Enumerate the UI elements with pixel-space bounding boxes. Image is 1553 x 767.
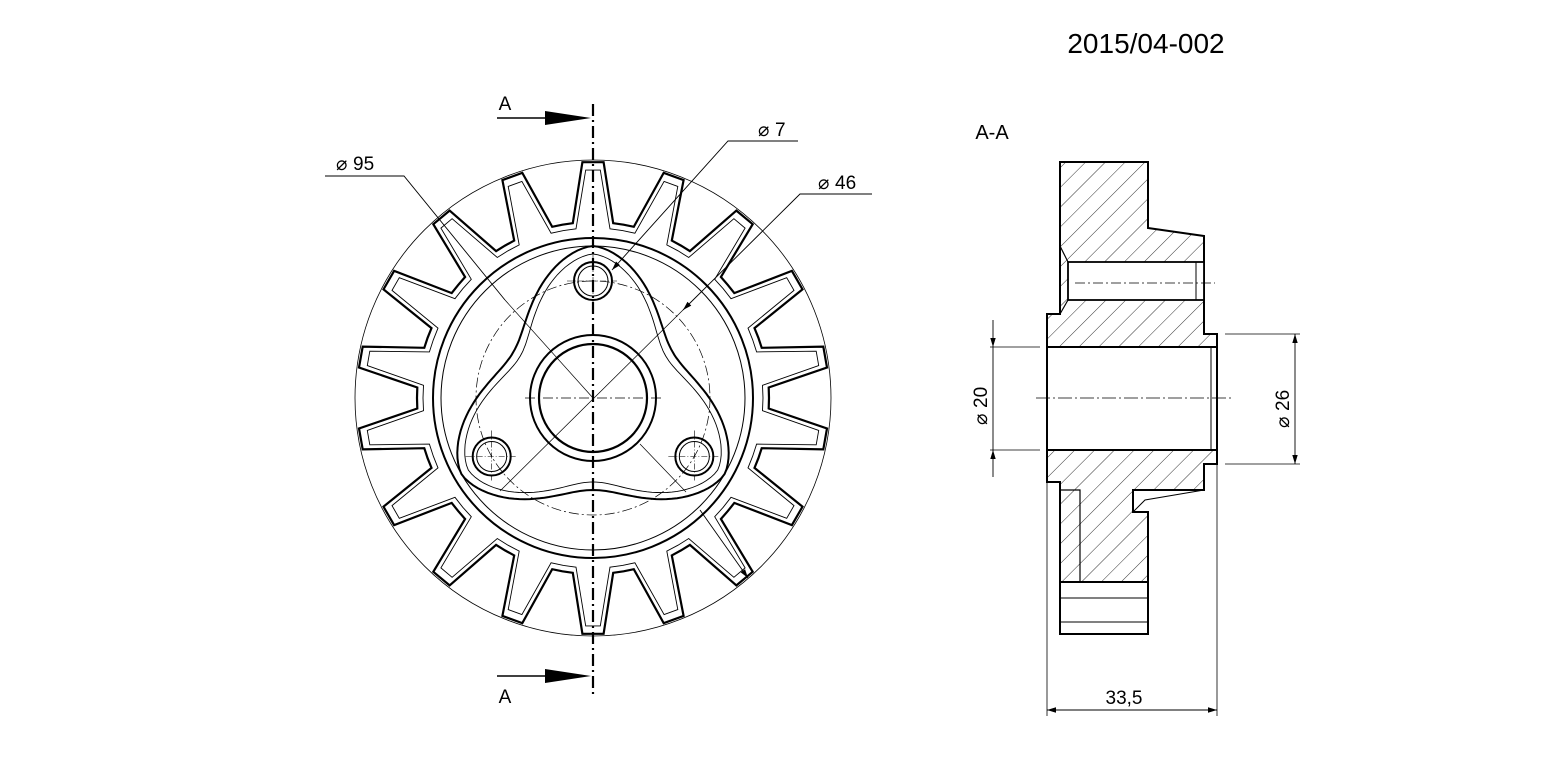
dim-step-symbol: ⌀: [1273, 417, 1294, 428]
dim-bolt-hole-value: 7: [775, 120, 786, 141]
dim-pitch-circle: ⌀ 46: [499, 173, 872, 492]
dim-bore-symbol: ⌀: [971, 414, 992, 425]
section-mark-top: A: [499, 94, 512, 115]
bolt-pitch-circle: [475, 280, 711, 516]
section-view: A-A ⌀ 20: [971, 122, 1300, 716]
section-hatch-upper: [1046, 161, 1218, 348]
hub-boss-outline: [456, 244, 730, 501]
section-arrow-bottom: [497, 669, 591, 683]
gear-teeth-chamfer: [366, 169, 820, 627]
dim-step-value: 26: [1273, 390, 1294, 411]
dim-overall-length: 33,5: [1046, 464, 1218, 716]
drawing-number: 2015/04-002: [1067, 28, 1224, 59]
section-mark-bottom: A: [499, 687, 512, 708]
web-ring: [432, 237, 754, 559]
dim-bore-value: 20: [971, 387, 992, 408]
hub-boss-chamfer: [464, 253, 722, 494]
outer-diameter-circle: [354, 159, 832, 637]
section-bore: [1046, 346, 1218, 451]
dim-pitch-circle-value: 46: [835, 173, 856, 194]
dim-bolt-hole: ⌀ 7: [611, 120, 798, 271]
rim-face: [1059, 581, 1149, 635]
dim-length-value: 33,5: [1106, 688, 1143, 709]
dim-bolt-hole-symbol: ⌀: [758, 120, 769, 141]
dim-bore-diameter: ⌀ 20: [971, 320, 1040, 477]
section-title: A-A: [975, 122, 1009, 144]
dim-step-diameter: ⌀ 26: [1225, 333, 1300, 465]
section-bolt-hole: [1067, 261, 1205, 301]
dim-pitch-circle-symbol: ⌀: [818, 173, 829, 194]
bolt-holes: [465, 255, 721, 483]
dim-outer-diameter-symbol: ⌀: [336, 154, 347, 175]
dim-outer-diameter: ⌀ 95: [325, 154, 594, 399]
section-arrow-top: [497, 111, 591, 125]
front-view: A A ⌀ 95 ⌀: [325, 94, 872, 708]
section-hatch-lower: [1046, 449, 1218, 583]
gear-teeth-outline: [357, 161, 829, 635]
dim-outer-diameter-value: 95: [353, 154, 374, 175]
